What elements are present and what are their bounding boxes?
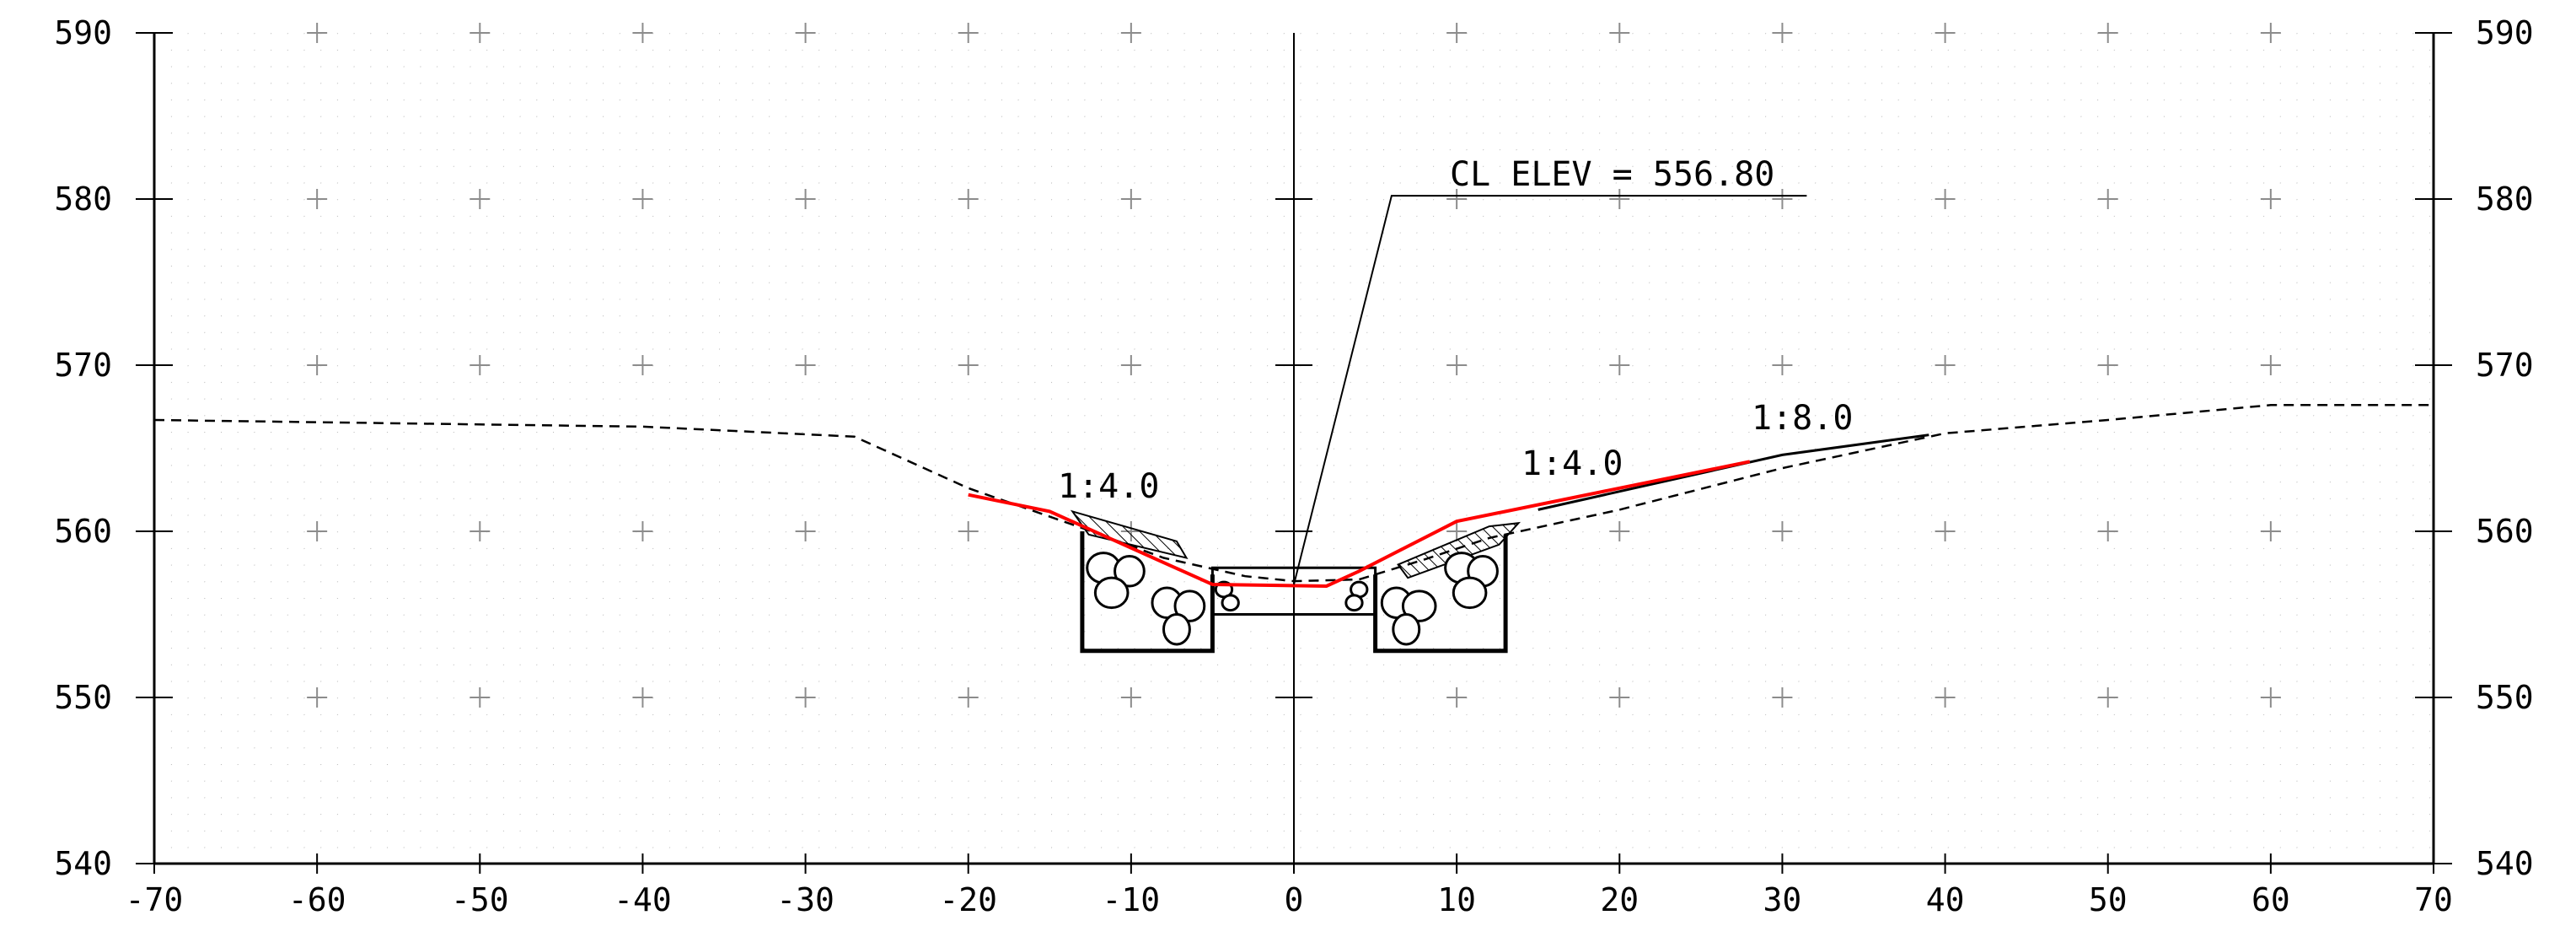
y-tick-label-right: 570 [2476,347,2534,384]
rip-rap-stone [1093,576,1130,610]
x-tick-label: -40 [614,881,672,918]
y-tick-label-left: 550 [54,679,112,716]
y-tick-label-left: 560 [54,513,112,550]
x-tick-label: 70 [2414,881,2453,918]
grid-crosses [307,23,2281,708]
x-tick-label: 30 [1763,881,1802,918]
x-tick-label: 10 [1437,881,1476,918]
channel-box [1210,566,1377,616]
x-tick-label: -60 [288,881,346,918]
rip-rap-stone [1452,576,1488,610]
y-tick-label-left: 590 [54,14,112,51]
y-tick-label-right: 560 [2476,513,2534,550]
x-tick-label: 0 [1285,881,1304,918]
rip-rap-stone [1114,555,1146,588]
rip-rap-stone [1344,594,1364,612]
y-tick-label-left: 580 [54,180,112,218]
structures [1070,509,1521,654]
proposed-section-line [968,460,1751,589]
x-tick-label: 50 [2089,881,2128,918]
rip-rap-stones [1086,552,1499,646]
x-tick-label: -70 [126,881,184,918]
existing-ground-line [153,404,2434,583]
rip-rap-stone [1401,590,1437,622]
x-tick-label: 40 [1926,881,1965,918]
y-tick-label-right: 540 [2476,845,2534,882]
tie-in-line [1538,433,1929,511]
rip-rap-stone [1173,590,1206,622]
slope-label-far-right: 1:8.0 [1752,399,1853,438]
x-tick-label: -20 [939,881,997,918]
x-tick-label: -50 [451,881,509,918]
x-tick-label: 60 [2251,881,2290,918]
slope-label-left: 1:4.0 [1058,467,1159,506]
x-tick-label: 20 [1600,881,1639,918]
rip-rap-stone [1162,613,1191,646]
rip-rap-stone [1392,613,1421,646]
y-tick-label-left: 570 [54,347,112,384]
y-tick-label-right: 590 [2476,14,2534,51]
slope-label-right: 1:4.0 [1521,444,1623,483]
y-tick-label-right: 580 [2476,180,2534,218]
x-tick-label: -30 [776,881,835,918]
ticks: -70 -60 -50 -40 -30 -20 -10 0 10 20 30 40 50 60 70 540 5… [54,14,2533,918]
rip-rap-stone [1221,594,1240,612]
series [153,404,2434,589]
y-tick-label-left: 540 [54,845,112,882]
cl-elev-label: CL ELEV = 556.80 [1450,155,1774,194]
cl-elev-leader [1293,195,1807,585]
y-tick-label-right: 550 [2476,679,2534,716]
x-tick-label: -10 [1103,881,1161,918]
